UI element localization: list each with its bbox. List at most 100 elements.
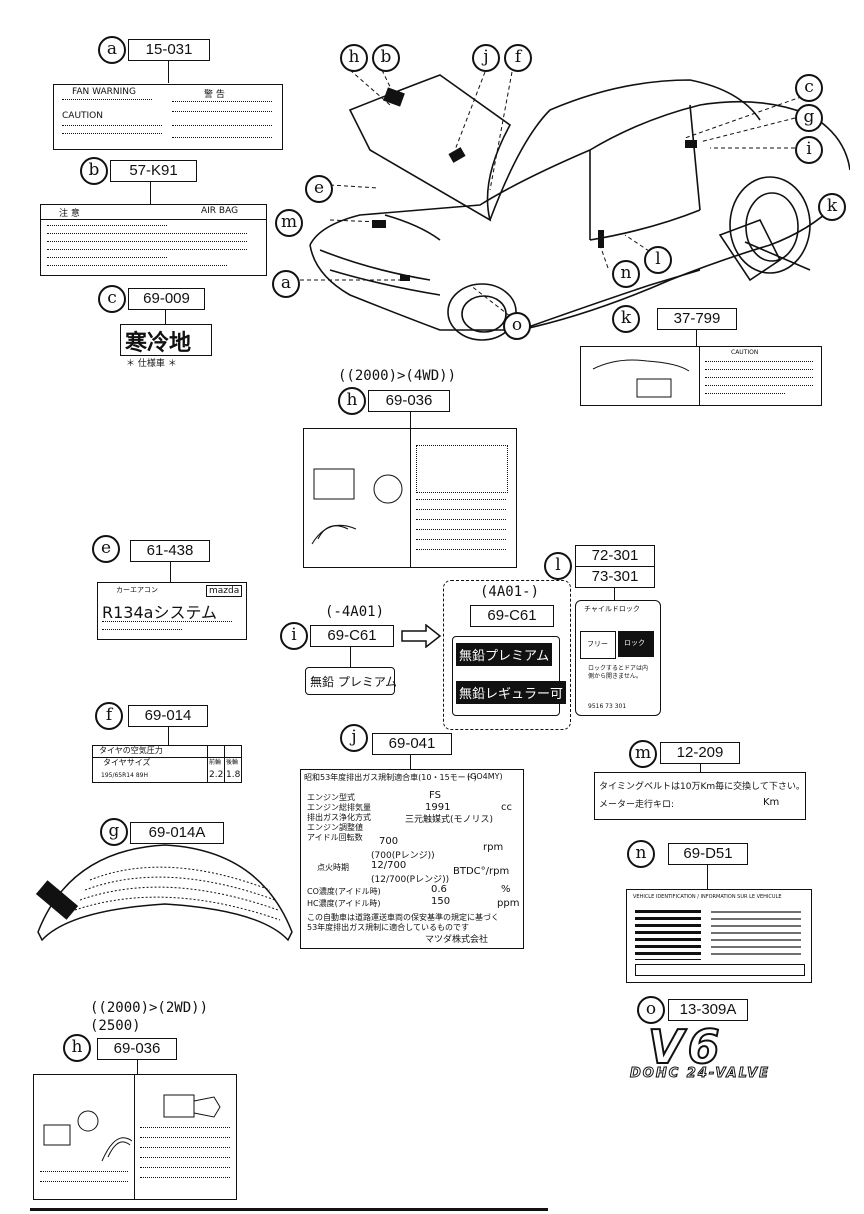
- callout-letter: n: [635, 843, 647, 863]
- label-timing-belt: タイミングベルトは10万Km毎に交換して下さい。 メーター走行キロ: Km: [594, 772, 806, 820]
- part-number-j: 69-041: [372, 733, 452, 755]
- part-number-g: 69-014A: [130, 822, 224, 844]
- part-number-m: 12-209: [660, 742, 740, 764]
- label-vehicle-id: VEHICLE IDENTIFICATION / INFORMATION SUR…: [626, 889, 812, 983]
- group-fuel-labels: [443, 580, 571, 730]
- callout-letter: n: [620, 263, 632, 283]
- label-cold-region: 寒冷地: [120, 324, 212, 356]
- callout-letter: h: [71, 1037, 83, 1057]
- emission-row-unit: %: [501, 884, 511, 895]
- emission-row-label: CO濃度(アイドル時): [307, 887, 381, 896]
- callout-o-car: o: [503, 312, 531, 340]
- label-curved-warning: [35, 844, 293, 942]
- v6-emblem: V6: [647, 1019, 724, 1075]
- fan-warning-title: FAN WARNING: [72, 87, 137, 97]
- callout-k-car: k: [818, 193, 846, 221]
- emission-row-unit: BTDC°/rpm: [453, 866, 510, 877]
- callout-m: m: [629, 740, 657, 768]
- callout-h-bottom: h: [63, 1034, 91, 1062]
- aircon-brand: mazda: [206, 585, 243, 597]
- emission-row-value: 700: [379, 836, 399, 847]
- label-premium-small: 無鉛 プレミアム: [305, 667, 397, 695]
- emission-row-value: 12/700: [371, 860, 407, 871]
- callout-f: f: [95, 702, 123, 730]
- callout-i-car: i: [795, 136, 823, 164]
- callout-g-car: g: [795, 104, 823, 132]
- callout-j-car: j: [472, 44, 500, 72]
- child-lock-lock: ロック: [618, 631, 654, 657]
- callout-j: j: [340, 724, 368, 752]
- child-lock-text: ロックするとドアは内側から開きません。: [588, 665, 649, 680]
- label-air-bag: 注 意 AIR BAG: [40, 204, 267, 276]
- emission-maker: マツダ株式会社: [425, 935, 489, 945]
- callout-letter: e: [313, 178, 325, 198]
- emission-row-value: (12/700(Pレンジ)): [371, 875, 450, 885]
- callout-g: g: [100, 818, 128, 846]
- i-small-note: (-4A01): [325, 604, 385, 620]
- tire-front-head: 前輪: [209, 759, 222, 766]
- callout-i: i: [280, 622, 308, 650]
- callout-letter: g: [803, 107, 815, 127]
- i-big-note: (4A01-): [480, 584, 540, 600]
- label-engine-service-4wd: [303, 428, 517, 568]
- callout-h-top: h: [338, 387, 366, 415]
- callout-o: o: [637, 996, 665, 1024]
- callout-letter: o: [645, 999, 657, 1019]
- callout-letter: b: [88, 160, 100, 180]
- air-bag-jp: 注 意: [59, 209, 80, 219]
- emission-row-unit: cc: [501, 802, 512, 813]
- part-number-e: 61-438: [130, 540, 210, 562]
- label-jack-caution: CAUTION: [580, 346, 822, 406]
- part-number-h-top: 69-036: [368, 390, 450, 412]
- callout-h-car: h: [340, 44, 368, 72]
- child-lock-free: フリー: [580, 631, 616, 659]
- callout-e: e: [92, 535, 120, 563]
- h-bottom-note-1: ((2000)>(2WD)): [90, 1000, 209, 1016]
- label-fan-warning: FAN WARNING 警 告 CAUTION: [53, 84, 283, 150]
- timing-belt-unit: Km: [763, 797, 780, 808]
- callout-letter: h: [348, 47, 360, 67]
- h-bottom-note-2: (2500): [90, 1018, 141, 1034]
- callout-letter: m: [280, 212, 298, 232]
- part-number-i: 69-C61: [310, 625, 394, 647]
- callout-n: n: [627, 840, 655, 868]
- part-number-a: 15-031: [128, 39, 210, 61]
- emission-row-label: 点火時期: [317, 863, 349, 872]
- callout-letter: f: [514, 47, 522, 67]
- emission-row-label: エンジン型式: [307, 793, 355, 802]
- emission-row-label: 排出ガス浄化方式: [307, 813, 371, 822]
- emission-row-value: FS: [429, 790, 441, 801]
- callout-letter: h: [346, 390, 358, 410]
- callout-letter: i: [291, 625, 297, 645]
- tire-front-pressure: 2.2: [209, 770, 224, 780]
- premium-large-1: 無鉛プレミアム: [456, 643, 553, 666]
- callout-letter: c: [107, 288, 117, 308]
- emission-row-value: (700(Pレンジ)): [371, 851, 435, 861]
- callout-m-car: m: [275, 209, 303, 237]
- dohc-emblem: DOHC 24-VALVE: [629, 1066, 771, 1082]
- emission-row-unit: ppm: [497, 898, 520, 909]
- callout-f-car: f: [504, 44, 532, 72]
- label-child-lock: チャイルドロック フリー ロック ロックするとドアは内側から開きません。 951…: [575, 600, 661, 716]
- arrow-icon: [401, 624, 442, 648]
- emission-row-value: 0.6: [431, 884, 447, 895]
- h-top-note: ((2000)>(4WD)): [338, 368, 457, 384]
- callout-l: l: [544, 552, 572, 580]
- child-lock-head: チャイルドロック: [584, 605, 640, 613]
- callout-c: c: [98, 285, 126, 313]
- callout-a-car: a: [272, 270, 300, 298]
- emission-row-label: HC濃度(アイドル時): [307, 899, 381, 908]
- aircon-head: カーエアコン: [116, 586, 158, 594]
- emission-row-value: 1991: [425, 802, 451, 813]
- callout-letter: b: [380, 47, 392, 67]
- part-number-f: 69-014: [128, 705, 208, 727]
- callout-letter: e: [100, 538, 112, 558]
- callout-c-car: c: [795, 74, 823, 102]
- emission-row-label: エンジン総排気量: [307, 803, 371, 812]
- part-number-b: 57-K91: [110, 160, 197, 182]
- child-lock-code: 9516 73 301: [588, 703, 627, 710]
- emission-footer: 53年度排出ガス規制に適合しているものです: [307, 923, 469, 932]
- jack-caution-title: CAUTION: [731, 349, 759, 356]
- aircon-main: R134aシステム: [102, 603, 217, 622]
- label-premium-large: 無鉛プレミアム 無鉛レギュラー可: [452, 636, 567, 716]
